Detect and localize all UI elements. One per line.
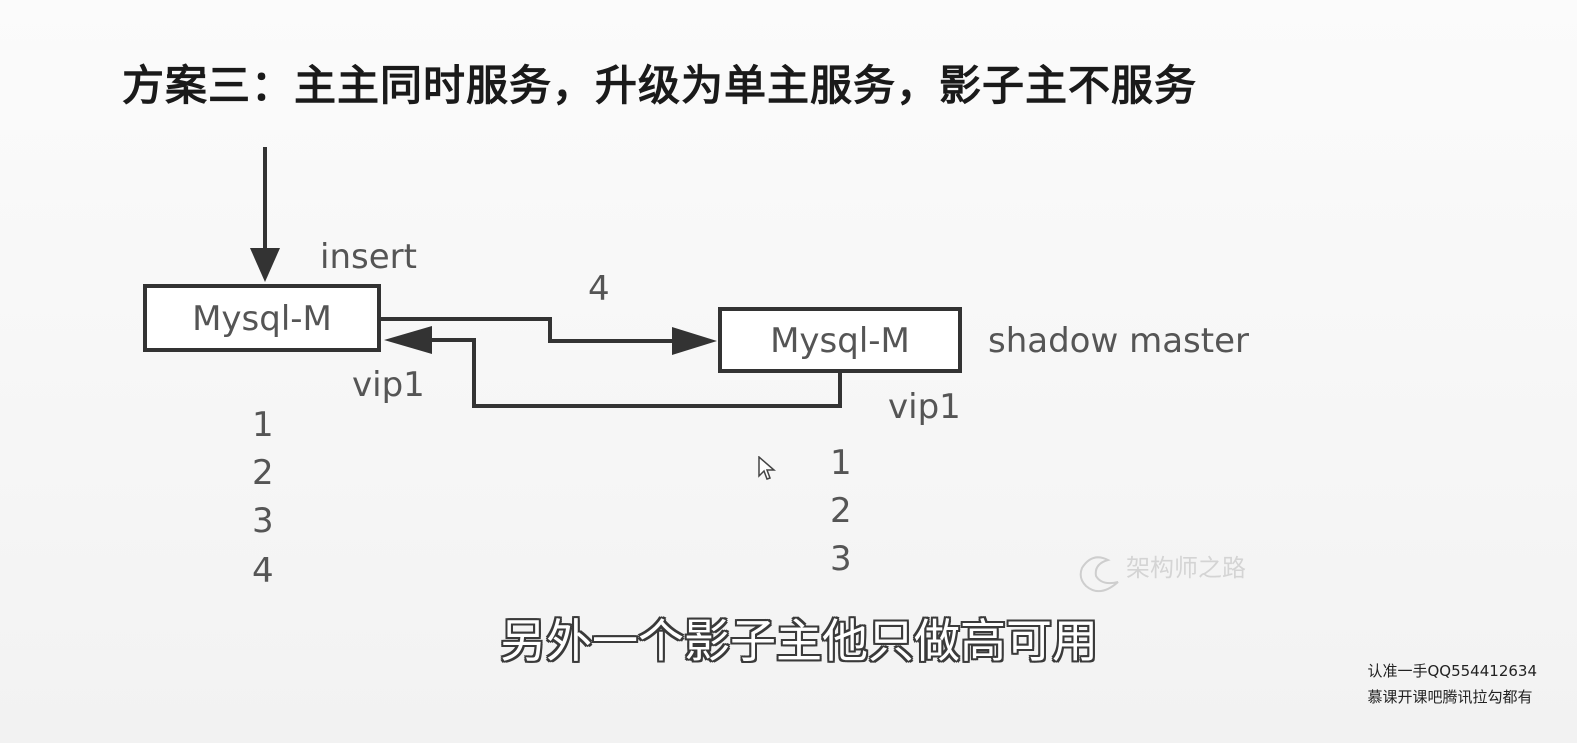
watermark-text: 架构师之路 — [1126, 554, 1246, 582]
left-node-label: Mysql-M — [192, 299, 332, 339]
corner-line-2: 慕课开课吧腾讯拉勾都有 — [1367, 688, 1533, 706]
left-vip-label: vip1 — [352, 365, 425, 405]
left-mysql-node — [143, 284, 381, 352]
right-mysql-node — [718, 307, 962, 373]
right-seq-2: 2 — [830, 491, 852, 531]
return-arrow — [420, 338, 842, 408]
slide-title: 方案三：主主同时服务，升级为单主服务，影子主不服务 — [122, 61, 1198, 110]
video-subtitle: 另外一个影子主他只做高可用 — [500, 614, 1098, 668]
replication-label: 4 — [588, 269, 610, 309]
insert-arrow-head — [250, 248, 280, 282]
right-vip-label: vip1 — [888, 387, 961, 427]
left-seq-2: 2 — [252, 453, 274, 493]
right-seq-3: 3 — [830, 539, 852, 579]
corner-line-1: 认准一手QQ554412634 — [1367, 662, 1537, 680]
replication-arrow — [380, 317, 690, 343]
right-node-role: shadow master — [988, 321, 1249, 361]
watermark-logo-icon — [1079, 556, 1119, 593]
replication-arrow-head — [672, 327, 717, 355]
left-seq-4: 4 — [252, 551, 274, 591]
insert-label: insert — [320, 237, 417, 277]
right-node-label: Mysql-M — [770, 321, 910, 361]
left-seq-1: 1 — [252, 405, 274, 445]
mouse-cursor-icon — [758, 455, 777, 486]
watermark: 架构师之路 — [1079, 554, 1246, 593]
left-seq-3: 3 — [252, 501, 274, 541]
corner-overlay-text: 认准一手QQ554412634 慕课开课吧腾讯拉勾都有 — [1367, 658, 1537, 710]
return-arrow-head — [384, 326, 432, 354]
right-seq-1: 1 — [830, 443, 852, 483]
